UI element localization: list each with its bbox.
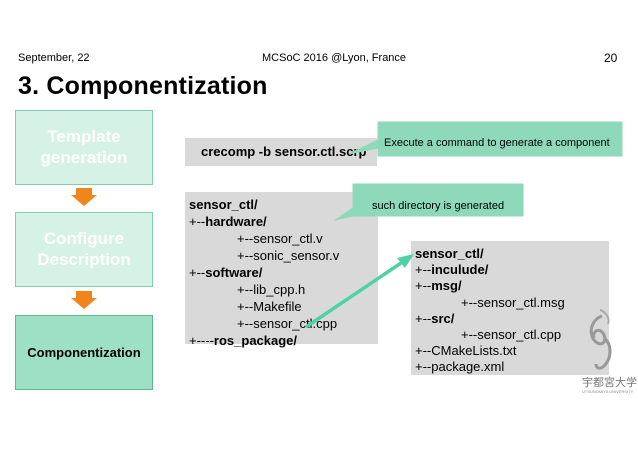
directory-callout — [334, 183, 524, 221]
tree-line: +--Makefile — [237, 298, 302, 316]
conference-name: MCSoC 2016 @Lyon, France — [262, 52, 407, 64]
page-number: 20 — [604, 51, 618, 65]
directory-name: msg/ — [431, 278, 462, 294]
tree-branch-prefix: +-- — [415, 262, 432, 278]
tree-branch-prefix: +-- — [237, 248, 254, 263]
tree-branch-prefix: +-- — [415, 310, 432, 326]
university-logo: 宇都宮大学 UTSUNOMIYA UNIVERSITY — [578, 308, 637, 398]
step-label: Componentization — [27, 344, 141, 360]
step-label-line1: Configure — [43, 228, 125, 248]
file-name: sonic_sensor.v — [253, 248, 340, 263]
tree-line: +--src/ — [415, 310, 454, 328]
tree-branch-prefix: +-- — [461, 294, 478, 310]
tree-line: +--hardware/ — [189, 213, 267, 231]
directory-name: inculude/ — [431, 262, 489, 278]
directory-name: hardware/ — [205, 214, 267, 229]
file-name: package.xml — [431, 359, 505, 375]
tree-branch-prefix: +-- — [189, 214, 206, 229]
ros-package-directory-tree: sensor_ctl/+--inculude/+--msg/+--sensor_… — [411, 241, 609, 375]
university-emblem-icon — [589, 309, 612, 370]
directory-name: sensor_ctl/ — [415, 246, 484, 261]
step-template-generation: Template generation — [15, 110, 153, 185]
file-name: sensor_ctl.msg — [477, 294, 565, 310]
hardware-software-directory-tree: sensor_ctl/+--hardware/+--sensor_ctl.v+-… — [185, 192, 378, 348]
directory-name: ros_package/ — [213, 333, 298, 348]
tree-branch-prefix: +---- — [189, 333, 214, 348]
file-name: Makefile — [253, 299, 302, 314]
command-callout-text: Execute a command to generate a componen… — [384, 137, 610, 149]
file-name: sensor_ctl.cpp — [477, 327, 562, 342]
tree-branch-prefix: +-- — [415, 278, 432, 294]
directory-name: src/ — [431, 310, 455, 326]
tree-line: sensor_ctl/ — [415, 245, 484, 263]
file-name: sensor_ctl.cpp — [253, 316, 338, 331]
tree-branch-prefix: +-- — [237, 231, 254, 246]
slide-title: 3. Componentization — [18, 72, 268, 100]
tree-branch-prefix: +-- — [415, 359, 432, 375]
slide-date: September, 22 — [18, 52, 90, 64]
tree-line: +----ros_package/ — [189, 332, 297, 350]
step-configure-description: Configure Description — [15, 212, 153, 287]
tree-branch-prefix: +-- — [237, 282, 254, 297]
command-box: crecomp -b sensor.ctl.scrp — [185, 138, 377, 166]
down-arrow-icon — [71, 291, 97, 309]
tree-line: +--CMakeLists.txt — [415, 342, 517, 360]
tree-branch-prefix: +-- — [237, 316, 254, 331]
tree-line: +--software/ — [189, 264, 262, 282]
tree-line: +--package.xml — [415, 358, 504, 376]
tree-branch-prefix: +-- — [415, 343, 432, 359]
directory-name: software/ — [205, 265, 263, 280]
tree-line: +--sensor_ctl.msg — [461, 294, 565, 312]
directory-callout-text: such directory is generated — [372, 200, 505, 212]
step-label-line1: Template — [47, 126, 121, 146]
tree-branch-prefix: +-- — [189, 265, 206, 280]
tree-branch-prefix: +-- — [461, 327, 478, 342]
university-name-japanese: 宇都宮大学 — [582, 376, 637, 389]
tree-line: sensor_ctl/ — [189, 196, 258, 214]
file-name: lib_cpp.h — [253, 282, 306, 297]
tree-line: +--sensor_ctl.cpp — [237, 315, 337, 333]
tree-line: +--sonic_sensor.v — [237, 247, 339, 265]
tree-line: +--sensor_ctl.cpp — [461, 326, 561, 344]
university-name-english: UTSUNOMIYA UNIVERSITY — [582, 389, 634, 394]
step-label-line2: Description — [37, 249, 131, 269]
step-label-line2: generation — [40, 147, 128, 167]
file-name: CMakeLists.txt — [431, 343, 517, 359]
tree-branch-prefix: +-- — [237, 299, 254, 314]
tree-line: +--inculude/ — [415, 261, 488, 279]
command-text: crecomp -b sensor.ctl.scrp — [201, 144, 367, 159]
tree-line: +--msg/ — [415, 277, 462, 295]
step-componentization: Componentization — [15, 315, 153, 390]
tree-line: +--lib_cpp.h — [237, 281, 305, 299]
down-arrow-icon — [71, 188, 97, 206]
command-callout — [348, 121, 623, 157]
file-name: sensor_ctl.v — [253, 231, 323, 246]
directory-name: sensor_ctl/ — [189, 197, 258, 212]
tree-line: +--sensor_ctl.v — [237, 230, 323, 248]
